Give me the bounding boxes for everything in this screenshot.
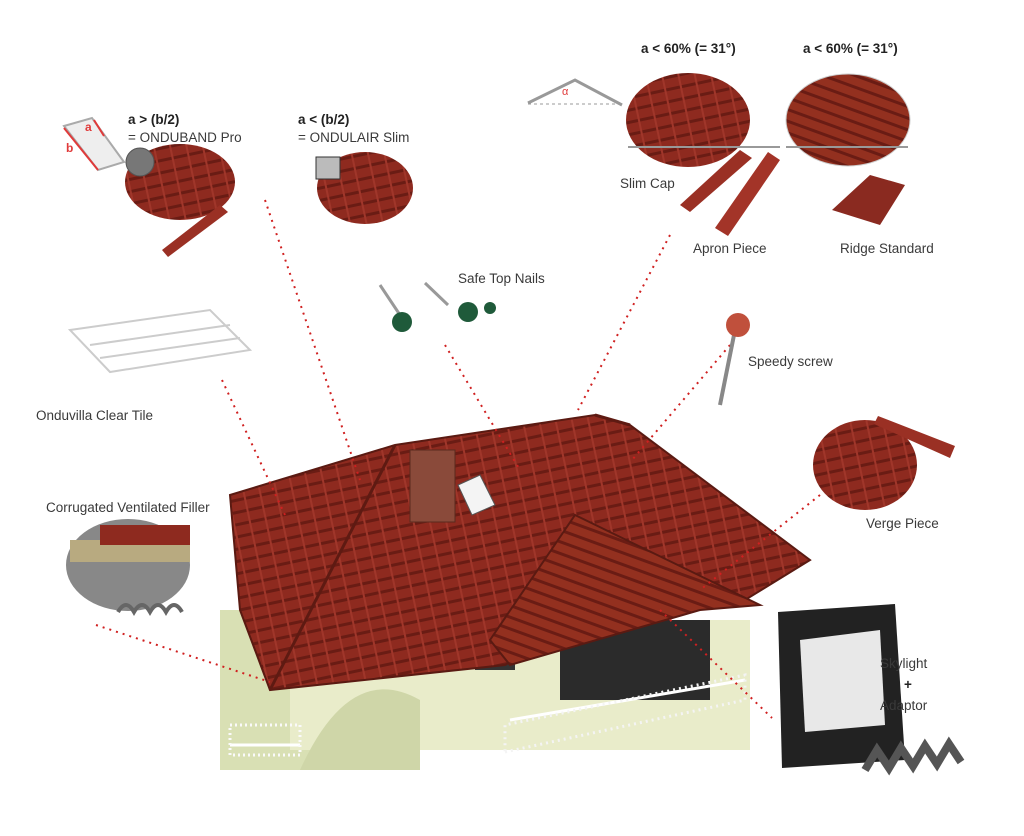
verge-detail <box>813 420 917 510</box>
roof-pitch-diagram <box>527 78 623 107</box>
safe-top-nails <box>378 281 496 332</box>
ridge-standard-piece <box>832 175 905 225</box>
angle-symbol: α <box>562 86 569 98</box>
ridge-condition: a < 60% (= 31°) <box>803 41 898 56</box>
slim-cap-label: Slim Cap <box>620 176 675 191</box>
clear-tile <box>67 308 253 374</box>
roof-plan-diagram <box>62 116 126 172</box>
diagram-label-a: a <box>85 120 92 134</box>
apron-piece-1 <box>680 150 752 212</box>
verge-piece <box>874 416 955 458</box>
corrugated-ventilated-filler-label: Corrugated Ventilated Filler <box>46 500 210 515</box>
plus-label: + <box>904 677 912 692</box>
skylight-product <box>778 604 965 776</box>
ridge-flashing <box>162 205 228 257</box>
ondulair-detail <box>317 152 413 224</box>
chimney <box>409 449 456 523</box>
onduband-condition: a > (b/2) <box>128 112 180 127</box>
verge-piece-label: Verge Piece <box>866 516 939 531</box>
detail-images <box>66 73 965 776</box>
onduband-name: = ONDUBAND Pro <box>128 130 242 145</box>
ridge-standard-label: Ridge Standard <box>840 241 934 256</box>
ridge-standard-detail <box>785 73 911 167</box>
speedy-screw <box>718 313 750 406</box>
adaptor-label: Adaptor <box>880 698 928 713</box>
leader-lines <box>95 199 821 719</box>
roof-skylight <box>457 474 496 516</box>
ondulair-name: = ONDULAIR Slim <box>298 130 410 145</box>
speedy-screw-label: Speedy screw <box>748 354 833 369</box>
apron-piece-2 <box>715 152 780 236</box>
slim-cap-detail <box>626 73 750 167</box>
front-gable-roof <box>488 513 764 667</box>
onduvilla-clear-tile-label: Onduvilla Clear Tile <box>36 408 154 423</box>
safe-top-nails-label: Safe Top Nails <box>458 271 545 286</box>
apron-piece-label: Apron Piece <box>693 241 767 256</box>
ondulair-condition: a < (b/2) <box>298 112 350 127</box>
slim-cap-condition: a < 60% (= 31°) <box>641 41 736 56</box>
diagram-label-b: b <box>66 141 74 155</box>
skylight-label: Skylight <box>880 656 928 671</box>
